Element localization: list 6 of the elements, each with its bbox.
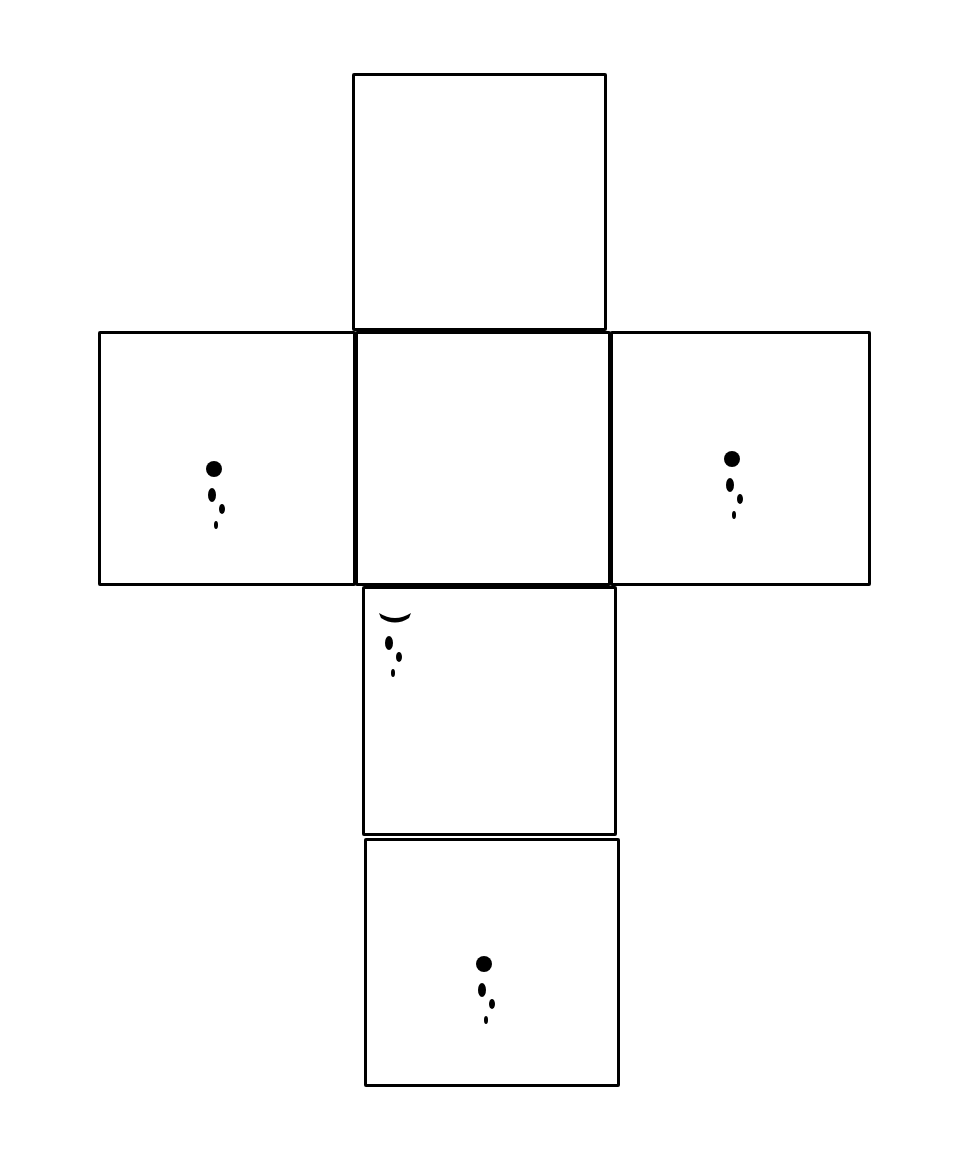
net-face-square [98,331,356,586]
net-face-square [610,331,871,586]
net-face-square [352,73,607,331]
net-face-square [355,331,611,586]
net-face-square [362,586,617,836]
net-face-square [364,838,620,1087]
